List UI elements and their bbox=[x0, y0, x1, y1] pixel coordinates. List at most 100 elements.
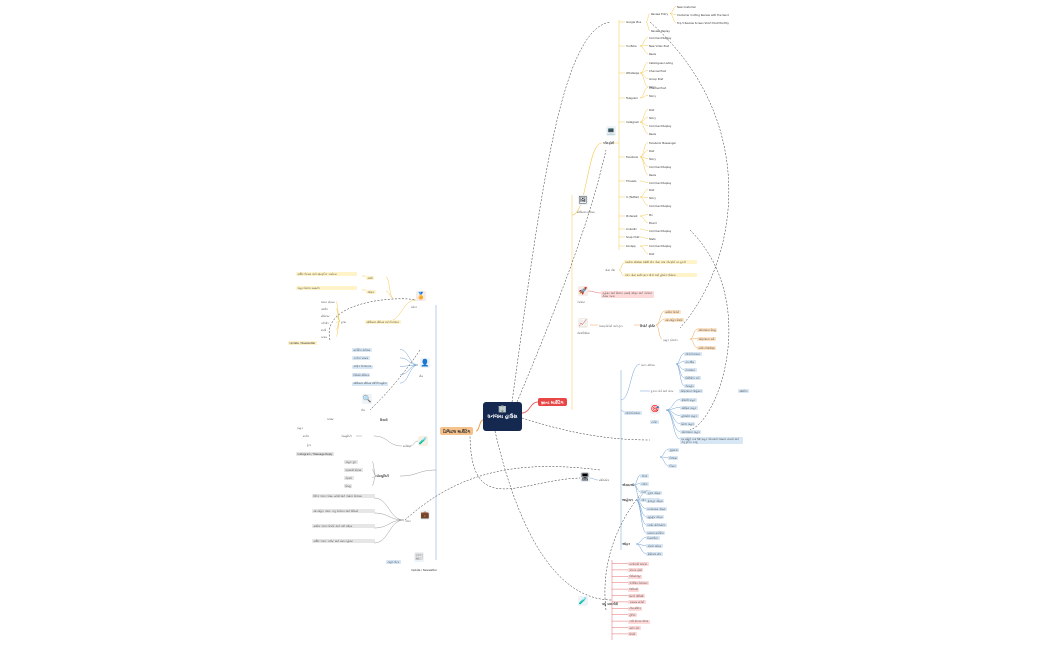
seo-item[interactable]: બેકલિંક bbox=[640, 490, 652, 494]
post-note-label[interactable]: પોસ્ટ નોંધ bbox=[605, 268, 616, 272]
right-hub-node[interactable]: બ્રાન્ડ માર્કેટિંગ bbox=[538, 398, 567, 406]
platform-whatsapp-item[interactable]: Story bbox=[649, 85, 656, 89]
newsletter-item[interactable]: Update / Newsletter bbox=[411, 568, 437, 572]
analysis-sub[interactable]: ગ્રાહક ફીડબેક bbox=[663, 338, 678, 342]
event-item[interactable]: સ્પર્ધા bbox=[321, 328, 327, 332]
offer-item[interactable]: કોમ્બો ઓફર bbox=[646, 544, 663, 548]
left-hub-node[interactable]: ડિજિટલ માર્કેટિંગ bbox=[440, 427, 474, 435]
offers-label[interactable]: ઓફર bbox=[622, 542, 630, 546]
platforms-node[interactable]: પ્લેટફોર્મ bbox=[603, 141, 614, 145]
platform-linkedin-item[interactable]: Comment Replay bbox=[649, 229, 672, 233]
ads-label[interactable]: જાહેરાત bbox=[622, 498, 633, 502]
event-item[interactable]: પ્રદર્શન bbox=[321, 307, 329, 311]
team-label[interactable]: ટીમ bbox=[419, 374, 424, 378]
platform-x[interactable]: X (Twitter) bbox=[626, 196, 640, 199]
platform-pinterest-item[interactable]: Board bbox=[649, 221, 657, 225]
analysis-subitem[interactable]: ઓફલાઇન સર્વે bbox=[697, 337, 716, 341]
target-item[interactable]: ઓનલાઇન ગ્રાહક bbox=[680, 430, 702, 434]
offer-node[interactable]: ઓફર bbox=[366, 290, 376, 294]
seo-item[interactable]: બ્લોગ bbox=[640, 482, 649, 486]
offer-item[interactable]: ડિસ્કાઉન્ટ bbox=[646, 536, 660, 540]
platform-whatsapp[interactable]: WhatsApp bbox=[626, 72, 640, 75]
google-item[interactable]: Top 5 Review Screen Short Post Monthly bbox=[677, 21, 729, 25]
target-item[interactable]: હોલસેલ ગ્રાહક bbox=[680, 414, 699, 418]
platform-youtube[interactable]: YouTube bbox=[626, 45, 637, 48]
research-label[interactable]: રિસર્ચ bbox=[380, 418, 388, 422]
more-work-item[interactable]: નવી પ્રોડક્ટ લોન્ચ bbox=[628, 619, 650, 624]
offline-ad-node[interactable]: ઓફલાઇન જાહેરાત bbox=[679, 389, 703, 393]
competition-node[interactable]: સ્પર્ધા bbox=[366, 276, 375, 280]
team-item[interactable]: વિડિયો એડિટર bbox=[352, 373, 371, 378]
social-media-label[interactable]: સોશિયલ મીડિયા bbox=[577, 210, 595, 214]
platform-linkedin[interactable]: LinkedIn bbox=[626, 228, 637, 231]
ads-item[interactable]: ગૂગલ એડ્સ bbox=[646, 491, 662, 495]
platform-instagram-item[interactable]: Comment Replay bbox=[649, 124, 672, 128]
brand-identity-item[interactable]: લોગો ડિઝાઇન bbox=[684, 352, 702, 356]
more-work-item[interactable]: પ્રોડક્ટ ફોટો bbox=[628, 568, 644, 573]
more-work-item[interactable]: ટ્રેનિંગ bbox=[628, 613, 637, 618]
local-node[interactable]: સ્થાનિક bbox=[738, 389, 750, 393]
research-item[interactable]: Instagram / Message Reply bbox=[296, 452, 335, 456]
platform-telegram-item[interactable]: Channel Post bbox=[649, 86, 666, 90]
plan-item[interactable]: સાપ્તાહિક પ્લાન: નવું કેમ્પેઇન અને વિડિય… bbox=[312, 509, 375, 513]
platform-x-item[interactable]: Comment Replay bbox=[649, 204, 672, 208]
plan-label[interactable]: પ્લાન bbox=[405, 519, 411, 523]
analysis-subitem[interactable]: સ્પર્ધક વિશ્લેષણ bbox=[697, 346, 717, 350]
more-work-item[interactable]: ઇન્વેન્ટરી અપડેટ bbox=[628, 562, 649, 566]
platform-facebook-item[interactable]: Reels bbox=[649, 173, 656, 177]
research-item[interactable]: સ્પર્ધક bbox=[303, 434, 310, 438]
brand-identity-item[interactable]: વિઝિટિંગ કાર્ડ bbox=[684, 376, 701, 380]
target-item[interactable]: રિટેલ ગ્રાહક bbox=[680, 422, 696, 426]
award-item[interactable]: કિંમત bbox=[668, 464, 677, 468]
platform-pinterest[interactable]: Pinterest bbox=[626, 215, 638, 218]
platform-facebook-item[interactable]: Facebook Messenger bbox=[649, 141, 677, 145]
platform-whatsapp-item[interactable]: Group Post bbox=[649, 77, 664, 81]
team-item[interactable]: ગ્રાફિક ડિઝાઇનર bbox=[352, 364, 373, 369]
brand-identity-item[interactable]: ટેગલાઇન bbox=[684, 368, 697, 372]
award-item[interactable]: વિશ્વાસ bbox=[668, 456, 679, 460]
ads-item[interactable]: યુટ્યુબ એડ્સ bbox=[646, 515, 664, 519]
google-item[interactable]: New Costumer bbox=[677, 5, 697, 9]
event-top-0[interactable]: વાર્ષિક ઉત્સવ અને સાંસ્કૃતિક કાર્યક્રમ bbox=[296, 272, 357, 276]
platform-telegram[interactable]: Telegram bbox=[626, 97, 638, 100]
community-item[interactable]: રેફરલ bbox=[344, 476, 354, 480]
platform-x-item[interactable]: Post bbox=[649, 188, 655, 192]
analysis-item[interactable]: સાપ્તાહિક રિપોર્ટ bbox=[664, 318, 685, 322]
platform-koo[interactable]: KooApp bbox=[626, 245, 636, 248]
target-note[interactable]: દર મહિને નવા 50 ગ્રાહક જોડવાનો લક્ષ્યાંક… bbox=[680, 437, 743, 444]
monitor-label[interactable]: મોનિટરિંગ bbox=[599, 478, 610, 482]
seo-item[interactable]: કીવર્ડ bbox=[640, 474, 649, 478]
analysis-item[interactable]: માસિક રિપોર્ટ bbox=[664, 310, 681, 314]
platform-threads-item[interactable]: Comment Replay bbox=[649, 181, 672, 185]
update-node[interactable]: Update / Newsletter bbox=[288, 341, 317, 345]
platform-koo-item[interactable]: Comment Replay bbox=[649, 244, 672, 248]
event-top-1[interactable]: ગ્રાહક મિલન સમારંભ bbox=[296, 286, 357, 290]
google-review-replay[interactable]: Review Replay bbox=[651, 29, 670, 33]
google-review-entry[interactable]: Review Entry bbox=[651, 12, 668, 16]
event-item[interactable]: ઇનામ bbox=[321, 335, 328, 339]
ads-item[interactable]: બજેટ મેનેજમેન્ટ bbox=[646, 523, 667, 527]
ads-item[interactable]: ફેસબુક એડ્સ bbox=[646, 499, 664, 503]
platform-facebook-item[interactable]: Comment Replay bbox=[649, 165, 672, 169]
team-item[interactable]: માર્કેટિંગ મેનેજર bbox=[352, 348, 372, 352]
platform-instagram-item[interactable]: Post bbox=[649, 108, 655, 112]
more-work-item[interactable]: વિડિયો શૂટ bbox=[628, 574, 643, 579]
research-item[interactable]: ટ્રેન્ડ bbox=[307, 443, 312, 447]
target-item[interactable]: ફેમિલી ગ્રાહક bbox=[680, 398, 698, 402]
platform-whatsapp-item[interactable]: Channel Post bbox=[649, 69, 666, 73]
more-work-item[interactable]: રિટર્ન પોલિસી bbox=[628, 594, 645, 598]
platform-instagram-item[interactable]: Reels bbox=[649, 132, 656, 136]
more-work-label[interactable]: વધુ કામગીરી bbox=[602, 602, 619, 606]
community-node[interactable]: કોમ્યુનિટી bbox=[341, 434, 352, 438]
research-item[interactable]: બજાર bbox=[327, 417, 334, 421]
community-item[interactable]: ગ્રાહક ગ્રુપ bbox=[344, 460, 358, 464]
more-work-item[interactable]: સ્ટોક ચેક bbox=[628, 626, 642, 630]
more-work-item[interactable]: કસ્ટમર સપોર્ટ bbox=[628, 600, 646, 605]
platform-threads[interactable]: Threads bbox=[626, 180, 637, 183]
platform-x-item[interactable]: Story bbox=[649, 196, 656, 200]
award-item[interactable]: ગુણવત્તા bbox=[668, 448, 680, 452]
platform-google[interactable]: Google Plus bbox=[626, 21, 642, 24]
group-brand-node[interactable]: લોગો ડિઝાઇન bbox=[624, 411, 642, 415]
more-work-item[interactable]: ડિલિવરી bbox=[628, 587, 640, 592]
target-label[interactable]: ટાર્ગેટ bbox=[650, 420, 659, 424]
